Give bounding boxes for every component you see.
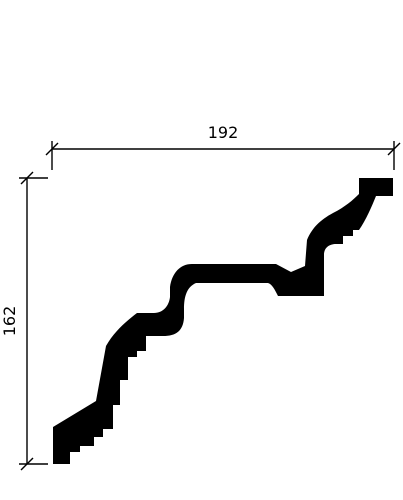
height-dimension-tick-top xyxy=(20,171,34,185)
moulding-profile xyxy=(53,178,393,464)
width-dimension-tick-left xyxy=(45,142,59,156)
height-dimension: 162 xyxy=(0,171,48,471)
height-dimension-tick-bottom xyxy=(20,457,34,471)
width-dimension-tick-right xyxy=(387,142,401,156)
height-dimension-label: 162 xyxy=(0,306,19,337)
width-dimension-label: 192 xyxy=(208,123,239,142)
width-dimension: 192 xyxy=(45,123,401,170)
